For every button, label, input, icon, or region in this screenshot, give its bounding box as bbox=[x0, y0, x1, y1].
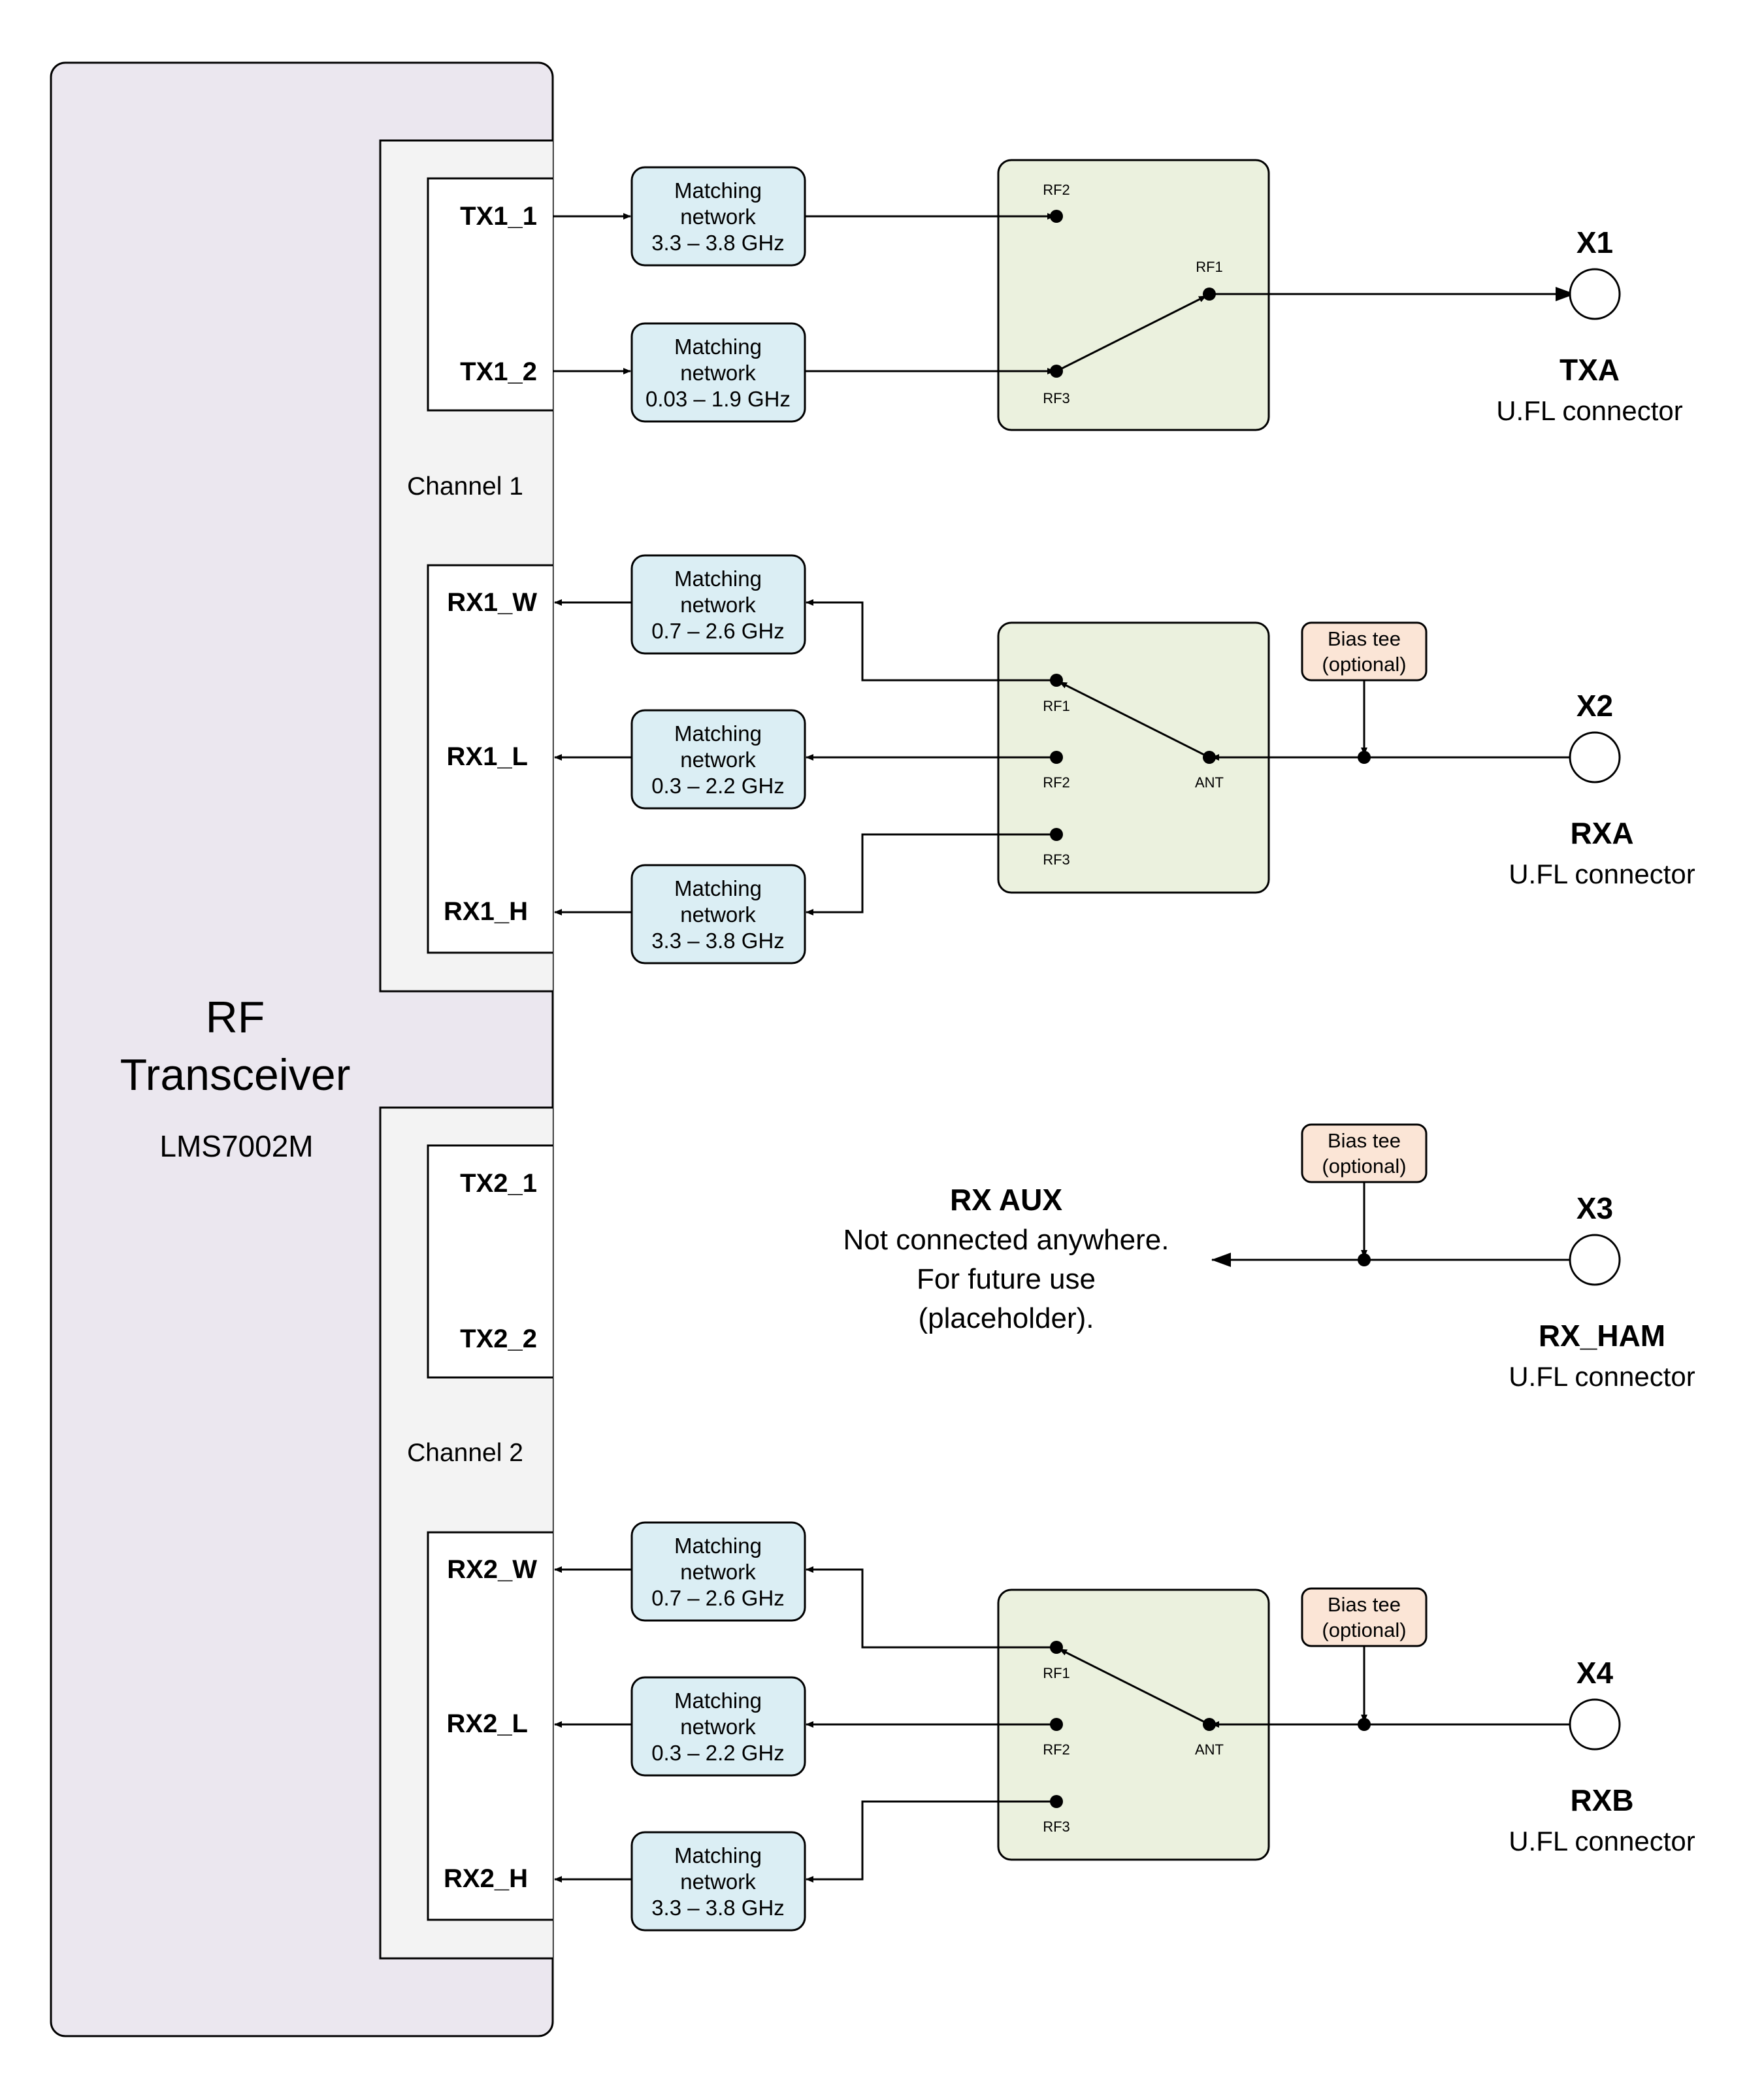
tx-rf-switch: RF2 RF1 RF3 bbox=[997, 159, 1270, 431]
port-label-rx1-l: RX1_L bbox=[447, 742, 529, 771]
bias-tee-x3: Bias tee (optional) bbox=[1301, 1123, 1428, 1183]
svg-text:Matching: Matching bbox=[674, 1534, 762, 1558]
port-label-rx1-w: RX1_W bbox=[447, 588, 537, 617]
svg-text:(placeholder).: (placeholder). bbox=[918, 1302, 1094, 1334]
port-label-rx2-l: RX2_L bbox=[447, 1709, 529, 1738]
transceiver-title-line2: Transceiver bbox=[120, 1050, 351, 1100]
svg-text:Bias tee: Bias tee bbox=[1328, 627, 1401, 650]
svg-text:Matching: Matching bbox=[674, 876, 762, 900]
svg-text:3.3 – 3.8 GHz: 3.3 – 3.8 GHz bbox=[651, 231, 785, 255]
svg-text:0.3 – 2.2 GHz: 0.3 – 2.2 GHz bbox=[651, 1741, 785, 1765]
svg-text:Bias tee: Bias tee bbox=[1328, 1593, 1401, 1616]
svg-text:X1: X1 bbox=[1576, 225, 1613, 259]
channel-2-label: Channel 2 bbox=[407, 1439, 523, 1467]
connector-x4: X4 RXB U.FL connector bbox=[1509, 1656, 1695, 1856]
svg-text:network: network bbox=[680, 361, 756, 385]
svg-text:RF1: RF1 bbox=[1196, 259, 1223, 275]
svg-text:RX AUX: RX AUX bbox=[950, 1183, 1062, 1217]
svg-text:Matching: Matching bbox=[674, 1843, 762, 1868]
tx2-port-group bbox=[427, 1144, 553, 1379]
svg-text:RXA: RXA bbox=[1570, 816, 1633, 850]
port-label-rx2-h: RX2_H bbox=[444, 1864, 528, 1893]
channel-1-label: Channel 1 bbox=[407, 472, 523, 501]
connector-x1: X1 TXA U.FL connector bbox=[1496, 225, 1683, 426]
svg-text:RF3: RF3 bbox=[1043, 1819, 1070, 1835]
port-label-rx1-h: RX1_H bbox=[444, 897, 528, 926]
matching-network-rx1-w: Matching network 0.7 – 2.6 GHz bbox=[630, 554, 806, 655]
svg-text:RF2: RF2 bbox=[1043, 1741, 1070, 1758]
svg-text:U.FL connector: U.FL connector bbox=[1509, 1826, 1695, 1856]
svg-text:network: network bbox=[680, 1869, 756, 1894]
svg-text:RXB: RXB bbox=[1570, 1783, 1633, 1817]
svg-text:X4: X4 bbox=[1576, 1656, 1614, 1690]
port-label-rx2-w: RX2_W bbox=[447, 1555, 537, 1584]
svg-text:Matching: Matching bbox=[674, 178, 762, 203]
svg-text:3.3 – 3.8 GHz: 3.3 – 3.8 GHz bbox=[651, 929, 785, 953]
svg-text:U.FL connector: U.FL connector bbox=[1509, 1361, 1695, 1392]
svg-text:RF2: RF2 bbox=[1043, 182, 1070, 198]
svg-text:RF3: RF3 bbox=[1043, 851, 1070, 868]
matching-network-rx2-l: Matching network 0.3 – 2.2 GHz bbox=[630, 1676, 806, 1777]
svg-text:Matching: Matching bbox=[674, 1688, 762, 1713]
transceiver-title-line1: RF bbox=[206, 993, 265, 1042]
svg-text:RF1: RF1 bbox=[1043, 698, 1070, 714]
svg-text:network: network bbox=[680, 902, 756, 927]
connector-x3: X3 RX_HAM U.FL connector bbox=[1509, 1191, 1695, 1392]
rx2-port-group bbox=[427, 1531, 553, 1921]
rx-rf-switch-b: RF1 RF2 RF3 ANT bbox=[997, 1589, 1270, 1861]
svg-text:Matching: Matching bbox=[674, 567, 762, 591]
svg-text:3.3 – 3.8 GHz: 3.3 – 3.8 GHz bbox=[651, 1896, 785, 1920]
port-label-tx1-2: TX1_2 bbox=[460, 357, 537, 386]
svg-text:RF2: RF2 bbox=[1043, 774, 1070, 791]
svg-text:Bias tee: Bias tee bbox=[1328, 1129, 1401, 1152]
svg-text:0.3 – 2.2 GHz: 0.3 – 2.2 GHz bbox=[651, 774, 785, 798]
svg-text:RX_HAM: RX_HAM bbox=[1539, 1319, 1665, 1353]
transceiver-part-number: LMS7002M bbox=[159, 1129, 313, 1163]
bias-tee-x2: Bias tee (optional) bbox=[1301, 621, 1428, 682]
svg-text:network: network bbox=[680, 593, 756, 617]
svg-text:X3: X3 bbox=[1576, 1191, 1613, 1225]
svg-text:TXA: TXA bbox=[1560, 353, 1620, 387]
rx-aux-note: RX AUX Not connected anywhere. For futur… bbox=[843, 1183, 1169, 1334]
svg-text:0.7 – 2.6 GHz: 0.7 – 2.6 GHz bbox=[651, 619, 785, 643]
svg-text:network: network bbox=[680, 1560, 756, 1584]
rx1-port-group bbox=[427, 564, 553, 954]
svg-text:For future use: For future use bbox=[917, 1263, 1096, 1295]
matching-network-tx1-1: Matching network 3.3 – 3.8 GHz bbox=[630, 166, 806, 267]
port-label-tx1-1: TX1_1 bbox=[460, 202, 537, 231]
svg-text:network: network bbox=[680, 748, 756, 772]
port-label-tx2-1: TX2_1 bbox=[460, 1169, 537, 1198]
matching-network-tx1-2: Matching network 0.03 – 1.9 GHz bbox=[630, 322, 806, 423]
matching-network-rx2-h: Matching network 3.3 – 3.8 GHz bbox=[630, 1831, 806, 1932]
matching-network-rx1-h: Matching network 3.3 – 3.8 GHz bbox=[630, 864, 806, 964]
connector-x2: X2 RXA U.FL connector bbox=[1509, 689, 1695, 889]
svg-text:Matching: Matching bbox=[674, 335, 762, 359]
svg-text:RF1: RF1 bbox=[1043, 1665, 1070, 1681]
svg-text:(optional): (optional) bbox=[1322, 1619, 1406, 1641]
svg-text:ANT: ANT bbox=[1195, 774, 1224, 791]
signal-wires bbox=[553, 213, 1575, 1883]
svg-text:RF3: RF3 bbox=[1043, 390, 1070, 406]
svg-text:Matching: Matching bbox=[674, 721, 762, 746]
svg-text:Not connected anywhere.: Not connected anywhere. bbox=[843, 1224, 1169, 1256]
port-label-tx2-2: TX2_2 bbox=[460, 1325, 537, 1353]
svg-text:network: network bbox=[680, 205, 756, 229]
svg-text:X2: X2 bbox=[1576, 689, 1613, 723]
svg-text:0.7 – 2.6 GHz: 0.7 – 2.6 GHz bbox=[651, 1586, 785, 1610]
svg-text:0.03 – 1.9 GHz: 0.03 – 1.9 GHz bbox=[645, 387, 791, 411]
svg-text:network: network bbox=[680, 1715, 756, 1739]
svg-text:U.FL connector: U.FL connector bbox=[1496, 395, 1683, 426]
svg-text:U.FL connector: U.FL connector bbox=[1509, 859, 1695, 889]
svg-text:(optional): (optional) bbox=[1322, 1155, 1406, 1177]
svg-text:ANT: ANT bbox=[1195, 1741, 1224, 1758]
tx1-port-group bbox=[427, 177, 553, 412]
matching-network-rx1-l: Matching network 0.3 – 2.2 GHz bbox=[630, 709, 806, 810]
bias-tee-x4: Bias tee (optional) bbox=[1301, 1587, 1428, 1647]
svg-text:(optional): (optional) bbox=[1322, 653, 1406, 676]
matching-network-rx2-w: Matching network 0.7 – 2.6 GHz bbox=[630, 1521, 806, 1622]
